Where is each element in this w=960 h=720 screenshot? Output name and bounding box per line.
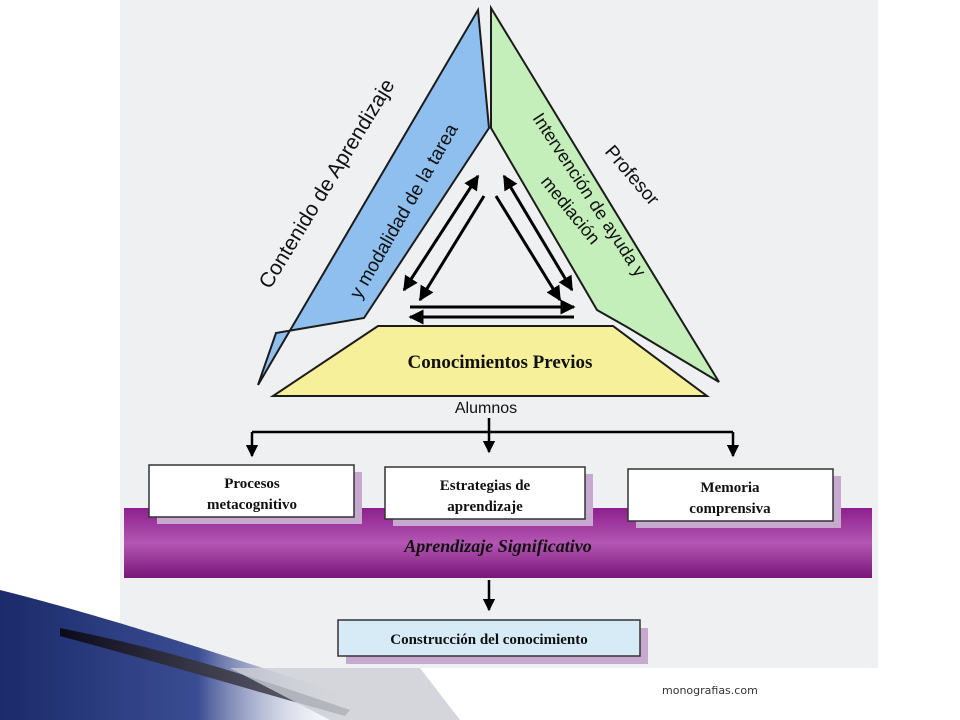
distribution-connectors [245,418,740,458]
triangle-arrows [402,174,576,325]
box-procesos-line1: Procesos [224,476,280,492]
box-estrategias-line1: Estrategias de [440,478,531,494]
arrow-left-outer [402,174,480,292]
green-side-panel [490,4,720,383]
slide-swoosh-decoration [0,590,460,720]
band-label: Aprendizaje Significativo [403,536,592,556]
box-estrategias: Estrategias de aprendizaje [384,466,593,526]
arrow-right-inner [494,195,562,302]
right-outer-label: Profesor [600,142,663,211]
box-procesos: Procesos metacognitivo [148,464,362,524]
box-estrategias-line2: aprendizaje [447,499,523,515]
blue-side-panel [257,6,491,386]
box-memoria-line1: Memoria [700,480,760,496]
result-label: Construcción del conocimiento [390,632,587,648]
alumnos-label: Alumnos [455,400,517,417]
box-memoria: Memoria comprensiva [627,468,841,528]
arrow-left-inner [418,195,486,302]
box-procesos-line2: metacognitivo [207,497,297,513]
base-label: Conocimientos Previos [408,352,593,373]
yellow-base-panel [269,325,711,397]
source-caption: monografias.com [662,684,758,697]
box-memoria-line2: comprensiva [689,501,771,517]
arrow-right-outer [502,174,574,292]
result-box: Construcción del conocimiento [337,619,648,664]
